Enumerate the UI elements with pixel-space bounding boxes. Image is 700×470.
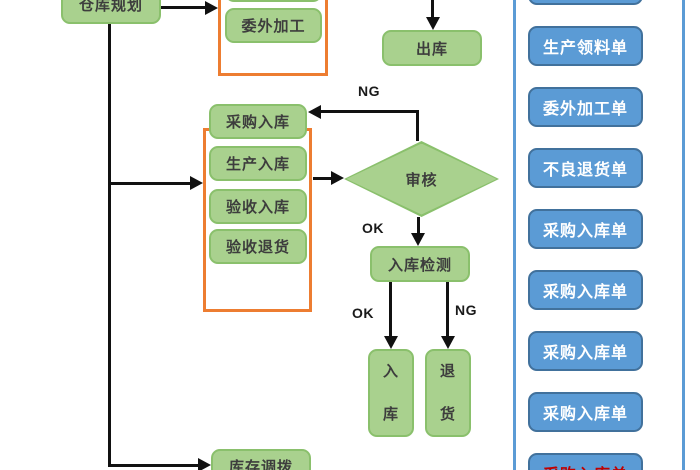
doc-card-purchase-inbound-1: 采购入库单 [528, 209, 643, 249]
doc-card-production-picking: 生产领料单 [528, 26, 643, 66]
doc-card-purchase-inbound-4: 采购入库单 [528, 392, 643, 432]
connector-main-to-stock-transfer [110, 464, 200, 467]
node-production-inbound: 生产入库 [209, 146, 307, 181]
arrowhead-into-stock-transfer [198, 458, 211, 470]
edge-label-ok-check: OK [352, 305, 374, 321]
node-return-goods-label: 退货 [439, 363, 456, 423]
node-outbound: 出库 [382, 30, 482, 66]
connector-check-to-inbound [389, 282, 392, 337]
arrowhead-ng-into-purchase-inbound [308, 105, 321, 119]
group-frame-outsourcing [218, 0, 328, 76]
node-inbound-check: 入库检测 [370, 246, 470, 282]
node-stock-transfer: 库存调拨 [211, 449, 311, 470]
arrowhead-into-inbound-group [190, 176, 203, 190]
connector-group-to-review [313, 177, 333, 180]
doc-card-purchase-inbound-2: 采购入库单 [528, 270, 643, 310]
decision-review-border: 审核 [344, 141, 499, 217]
node-return-goods: 退货 [425, 349, 471, 437]
doc-card-cutoff-top [528, 0, 643, 5]
decision-review-label: 审核 [346, 143, 497, 215]
arrowhead-into-outsourcing-group [205, 1, 218, 15]
node-inspection-inbound: 验收入库 [209, 189, 307, 224]
arrowhead-into-review [331, 171, 344, 185]
doc-card-defective-return: 不良退货单 [528, 148, 643, 188]
node-warehouse-planning: 仓库规划 [61, 0, 161, 24]
connector-main-vertical [108, 24, 111, 467]
edge-label-ng-check: NG [455, 302, 477, 318]
node-inbound-label: 入库 [382, 363, 399, 423]
node-cutoff-top [225, 0, 322, 2]
node-outsourced-processing: 委外加工 [225, 8, 322, 43]
connector-ng-horizontal [319, 110, 419, 113]
connector-planning-to-outsourcing [161, 6, 207, 9]
arrowhead-into-outbound [426, 17, 440, 30]
decision-review: 审核 [344, 141, 499, 217]
edge-label-ok-review: OK [362, 220, 384, 236]
arrowhead-into-return-goods [441, 336, 455, 349]
connector-review-to-check [417, 217, 420, 234]
node-inspection-return: 验收退货 [209, 229, 307, 264]
arrowhead-into-inbound-check [411, 233, 425, 246]
node-purchase-inbound: 采购入库 [209, 104, 307, 139]
doc-card-purchase-inbound-5: 采购入库单 [528, 453, 643, 470]
documents-column-frame [513, 0, 685, 470]
doc-card-outsourcing-order: 委外加工单 [528, 87, 643, 127]
node-inbound: 入库 [368, 349, 414, 437]
connector-main-to-inbound-group [110, 182, 192, 185]
edge-label-ng-review: NG [358, 83, 380, 99]
doc-card-purchase-inbound-3: 采购入库单 [528, 331, 643, 371]
arrowhead-into-inbound [384, 336, 398, 349]
connector-ng-vertical [416, 110, 419, 141]
connector-into-outbound [431, 0, 434, 18]
connector-check-to-return [446, 282, 449, 337]
